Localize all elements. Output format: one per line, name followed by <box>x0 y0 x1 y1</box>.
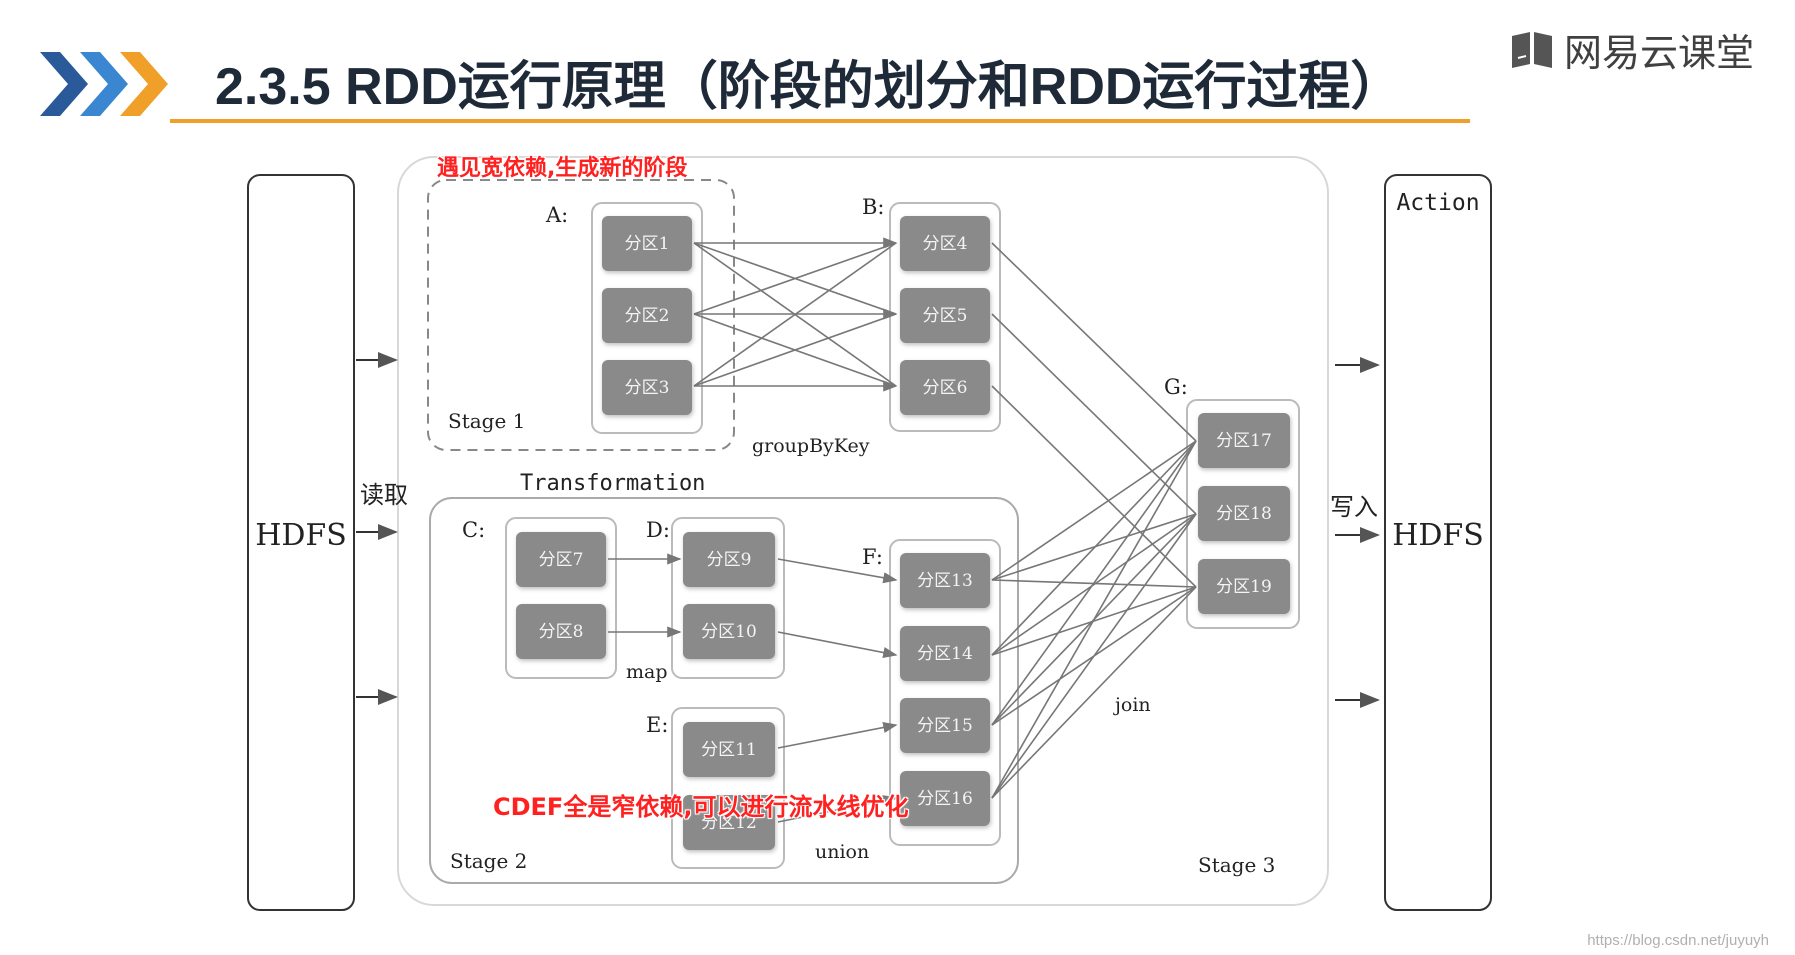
partition-9: 分区9 <box>683 532 775 587</box>
svg-text:分区13: 分区13 <box>917 571 973 591</box>
partition-17: 分区17 <box>1198 413 1290 468</box>
book-icon <box>1512 31 1552 68</box>
watermark: https://blog.csdn.net/juyuyh <box>1587 932 1769 949</box>
brand-logo: 网易云课堂 <box>1510 22 1754 77</box>
partition-15: 分区15 <box>900 698 990 753</box>
partition-7: 分区7 <box>516 532 606 587</box>
partition-16: 分区16 <box>900 771 990 826</box>
hdfs-left-label: HDFS <box>255 518 347 553</box>
join-lines <box>991 242 1197 799</box>
svg-text:分区12: 分区12 <box>701 813 757 833</box>
stage3-container <box>397 156 1329 906</box>
op-map-label: map <box>626 661 668 683</box>
partition-11: 分区11 <box>683 722 775 777</box>
partition-5: 分区5 <box>900 288 990 343</box>
groupbykey-shuffle-lines <box>693 237 898 392</box>
svg-text:分区2: 分区2 <box>625 306 670 326</box>
rdd-b-label: B: <box>862 195 885 219</box>
write-arrows <box>1335 357 1380 708</box>
brand-name: 网易云课堂 <box>1564 31 1755 75</box>
chevron-arrows-icon <box>40 52 168 116</box>
stage1-container <box>427 179 735 451</box>
narrow-dependency-lines <box>608 553 898 823</box>
action-label: Action <box>1396 190 1479 216</box>
svg-text:分区16: 分区16 <box>917 789 973 809</box>
partition-8: 分区8 <box>516 604 606 659</box>
svg-text:分区1: 分区1 <box>625 234 670 254</box>
partition-6: 分区6 <box>900 360 990 415</box>
partition-18: 分区18 <box>1198 486 1290 541</box>
svg-text:分区6: 分区6 <box>923 378 968 398</box>
hdfs-right-label: HDFS <box>1392 518 1484 553</box>
wide-dependency-note: 遇见宽依赖,生成新的阶段 <box>437 156 688 181</box>
svg-text:分区10: 分区10 <box>701 622 757 642</box>
svg-text:分区15: 分区15 <box>917 716 973 736</box>
hdfs-left: HDFS <box>247 174 355 911</box>
rdd-d-label: D: <box>646 518 670 542</box>
rdd-f-box <box>889 539 1001 846</box>
write-label: 写入 <box>1330 493 1378 521</box>
partition-3: 分区3 <box>602 360 692 415</box>
partition-4: 分区4 <box>900 216 990 271</box>
stage1-label: Stage 1 <box>448 409 525 433</box>
partition-2: 分区2 <box>602 288 692 343</box>
transformation-label: Transformation <box>520 471 705 496</box>
partition-13: 分区13 <box>900 553 990 608</box>
svg-text:分区4: 分区4 <box>923 234 968 254</box>
read-label: 读取 <box>360 481 408 509</box>
partition-12: 分区12 <box>683 795 775 850</box>
op-union-label: union <box>815 841 869 863</box>
rdd-a-label: A: <box>545 203 568 227</box>
rdd-c-label: C: <box>462 518 485 542</box>
stage3-label: Stage 3 <box>1198 853 1275 877</box>
read-arrows <box>356 352 398 705</box>
svg-text:分区11: 分区11 <box>701 740 757 760</box>
title-underline <box>170 119 1470 123</box>
rdd-g-label: G: <box>1164 375 1188 399</box>
svg-text:分区14: 分区14 <box>917 644 973 664</box>
svg-text:分区9: 分区9 <box>707 550 752 570</box>
narrow-dependency-note: CDEF全是窄依赖,可以进行流水线优化 <box>493 793 909 821</box>
partition-14: 分区14 <box>900 626 990 681</box>
page-title: 2.3.5 RDD运行原理（阶段的划分和RDD运行过程） <box>215 58 1403 116</box>
svg-text:分区8: 分区8 <box>539 622 584 642</box>
svg-text:分区18: 分区18 <box>1216 504 1272 524</box>
rdd-f-label: F: <box>862 545 883 569</box>
stage2-label: Stage 2 <box>450 849 527 873</box>
svg-text:分区7: 分区7 <box>539 550 584 570</box>
partition-1: 分区1 <box>602 216 692 271</box>
svg-text:分区19: 分区19 <box>1216 577 1272 597</box>
stage2-container <box>429 497 1019 884</box>
svg-text:分区3: 分区3 <box>625 378 670 398</box>
svg-text:分区5: 分区5 <box>923 306 968 326</box>
svg-text:分区17: 分区17 <box>1216 431 1272 451</box>
rdd-e-label: E: <box>646 713 668 737</box>
hdfs-right: HDFS Action <box>1384 174 1492 911</box>
op-groupbykey-label: groupByKey <box>752 435 870 457</box>
op-join-label: join <box>1113 694 1151 716</box>
partition-19: 分区19 <box>1198 559 1290 614</box>
partition-10: 分区10 <box>683 604 775 659</box>
